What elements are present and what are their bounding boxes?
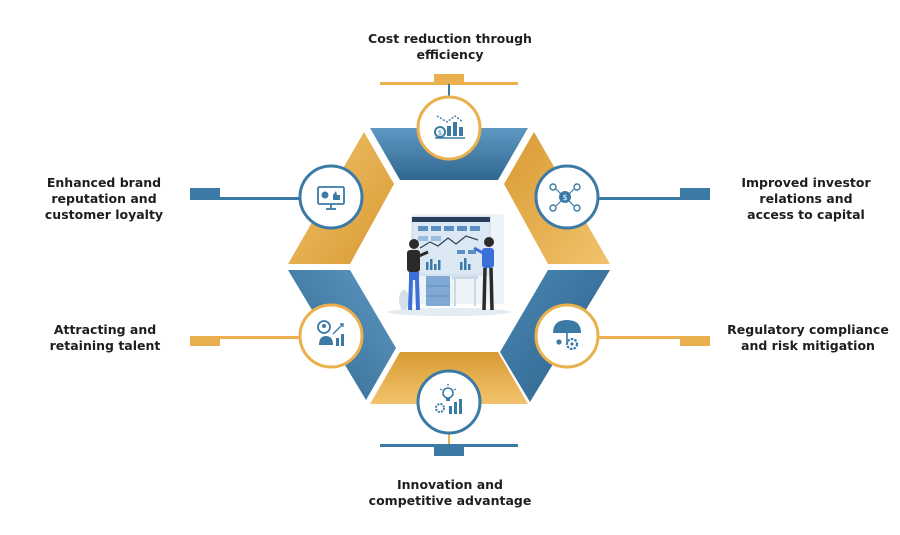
connector-innovation-bar	[380, 444, 518, 447]
lightbulb-chart-icon	[435, 384, 462, 414]
label-investor-line-2: relations and	[759, 191, 853, 206]
talent-growth-icon	[317, 320, 344, 346]
circle-brand	[298, 164, 364, 230]
umbrella-gear-icon	[553, 320, 581, 351]
connectors	[190, 74, 710, 456]
brand-monitor-icon	[317, 186, 345, 210]
label-talent: Attracting and retaining talent	[20, 322, 190, 354]
connector-brand-line	[190, 197, 300, 200]
label-talent-line-2: retaining talent	[49, 338, 161, 353]
circle-cost: $	[416, 95, 482, 161]
connector-cost-tab	[434, 74, 464, 84]
connector-talent-tab	[190, 336, 220, 346]
circle-talent	[298, 303, 364, 369]
label-investor-line-1: Improved investor	[741, 175, 871, 190]
circle-investor: $	[534, 164, 600, 230]
analysts-at-dashboard-illustration	[387, 214, 511, 316]
label-innovation-line-2: competitive advantage	[368, 493, 532, 508]
label-regulatory-line-2: and risk mitigation	[741, 338, 875, 353]
connector-investor-tab	[680, 188, 710, 198]
connector-brand-tab	[190, 188, 220, 198]
label-cost: Cost reduction through efficiency	[340, 31, 560, 63]
circle-innovation	[416, 369, 482, 435]
label-cost-line-2: efficiency	[416, 47, 484, 62]
label-brand: Enhanced brand reputation and customer l…	[20, 175, 188, 223]
connector-regulatory-line	[598, 336, 710, 339]
label-innovation-line-1: Innovation and	[397, 477, 503, 492]
label-brand-line-3: customer loyalty	[44, 207, 164, 222]
label-brand-line-2: reputation and	[51, 191, 157, 206]
investor-network-icon: $	[549, 183, 581, 212]
label-brand-line-1: Enhanced brand	[46, 175, 162, 190]
cost-chart-icon: $	[434, 115, 465, 139]
connector-cost-stem	[448, 84, 450, 99]
label-regulatory-line-1: Regulatory compliance	[727, 322, 889, 337]
label-investor: Improved investor relations and access t…	[722, 175, 890, 223]
label-innovation: Innovation and competitive advantage	[340, 477, 560, 509]
label-regulatory: Regulatory compliance and risk mitigatio…	[718, 322, 898, 354]
circle-regulatory	[534, 303, 600, 369]
connector-regulatory-tab	[680, 336, 710, 346]
label-talent-line-1: Attracting and	[53, 322, 157, 337]
label-cost-line-1: Cost reduction through	[368, 31, 532, 46]
connector-innovation-stem	[448, 431, 450, 445]
connector-investor-line	[598, 197, 710, 200]
svg-text:$: $	[438, 129, 442, 137]
connector-innovation-tab	[434, 446, 464, 456]
connector-talent-line	[190, 336, 300, 339]
svg-text:$: $	[562, 193, 567, 202]
label-investor-line-3: access to capital	[747, 207, 865, 222]
